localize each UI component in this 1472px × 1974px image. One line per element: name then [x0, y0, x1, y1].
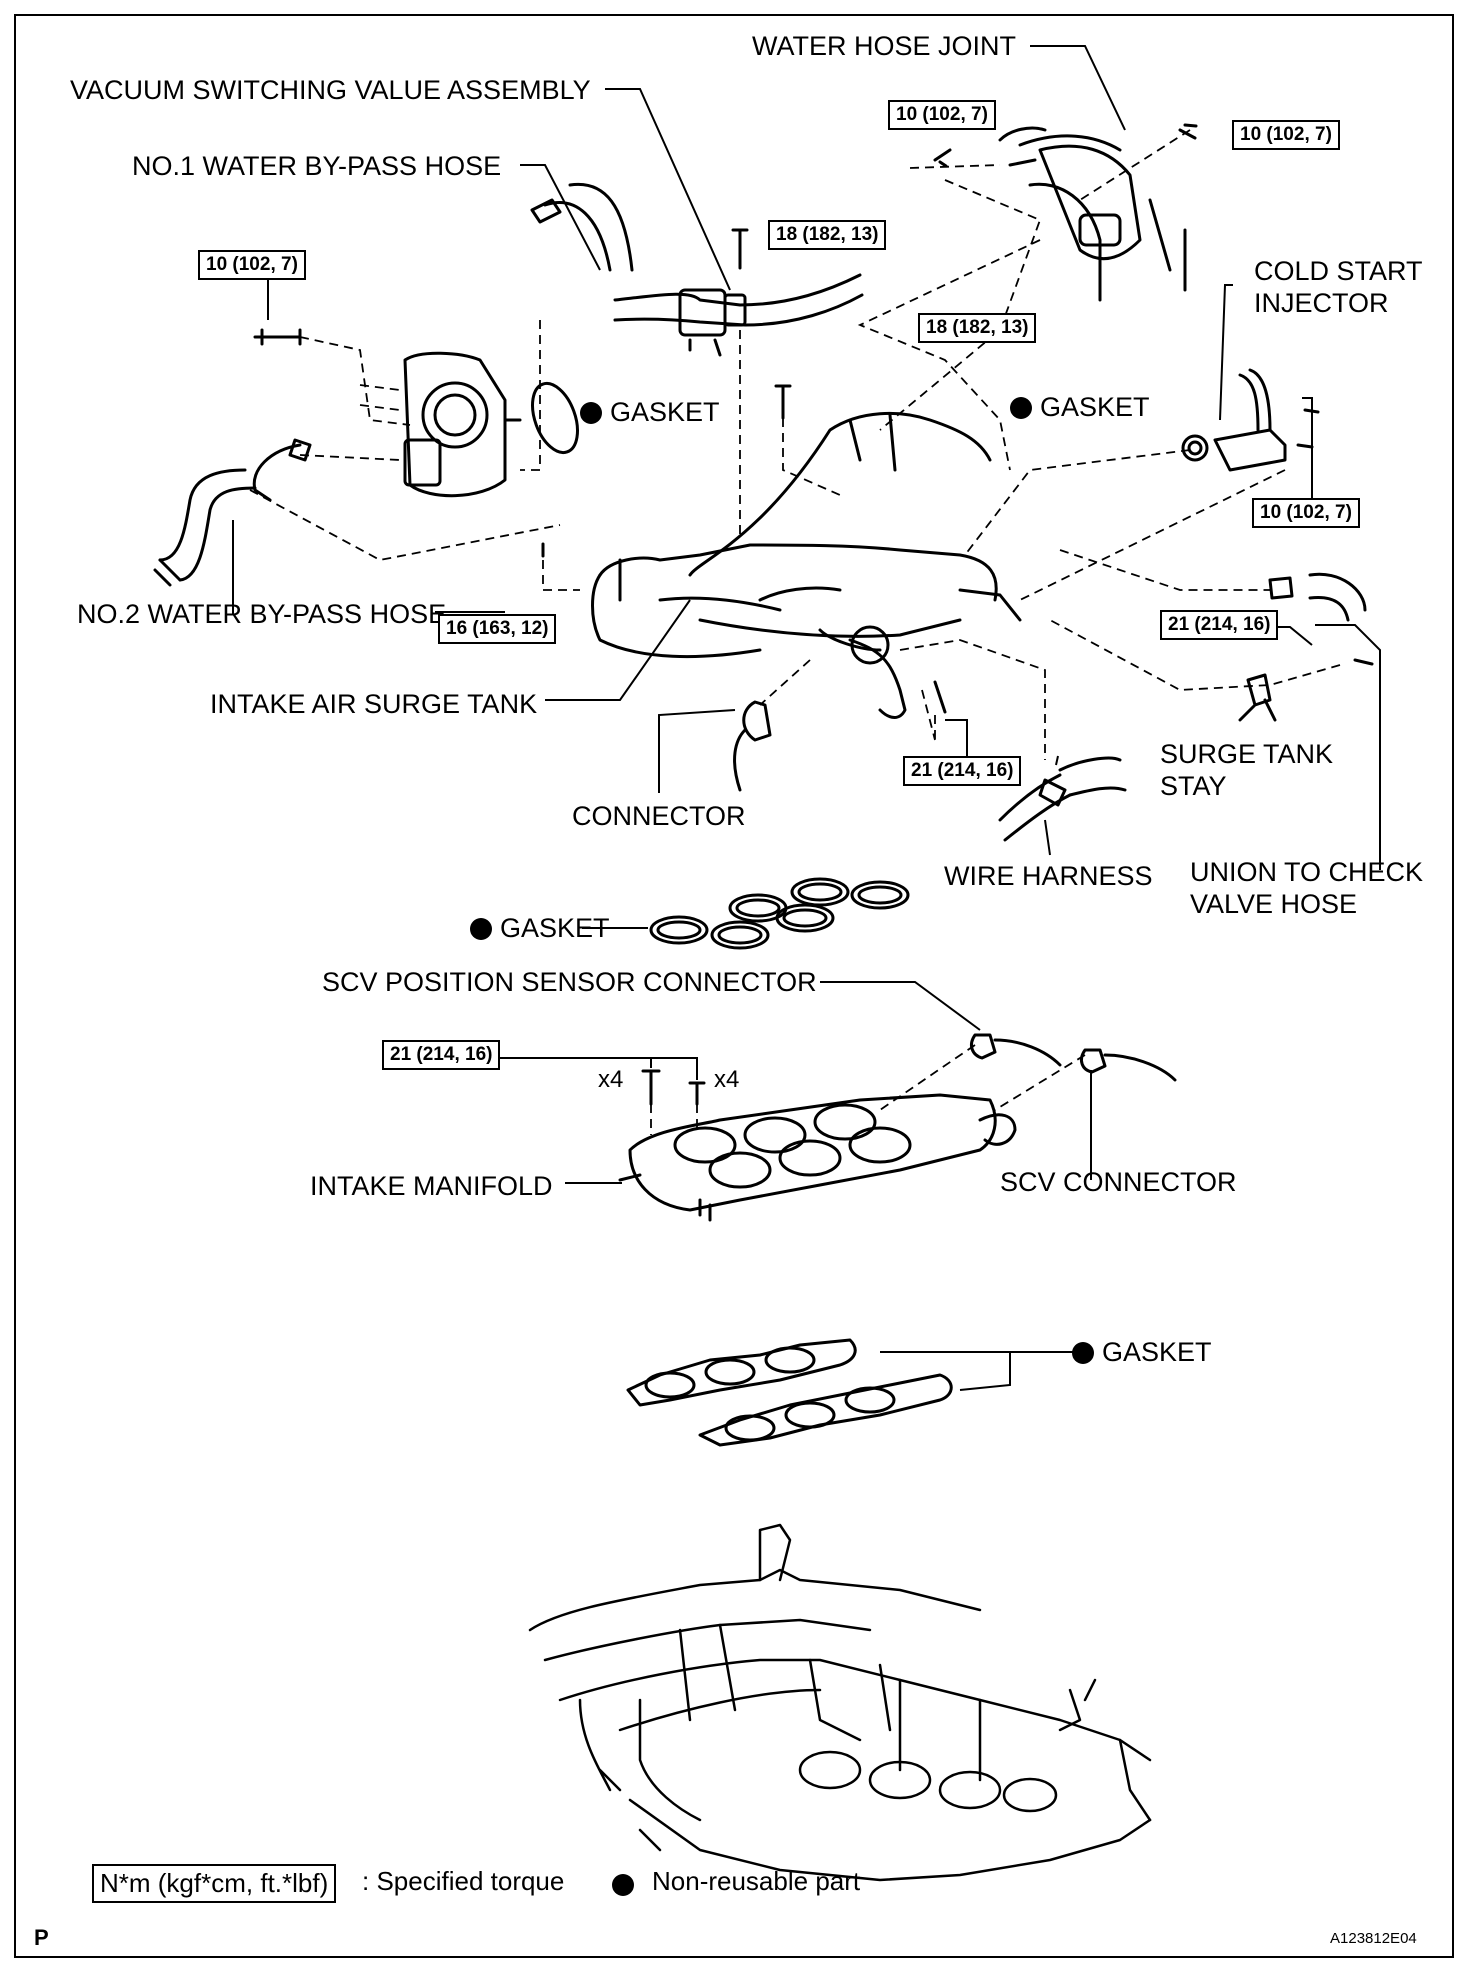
bolts — [253, 123, 1374, 1106]
legend-torque-unit: N*m (kgf*cm, ft.*lbf) — [92, 1864, 337, 1903]
legend-nonreusable-text: Non-reusable part — [652, 1866, 861, 1896]
nonreusable-dot-icon — [580, 402, 602, 424]
torque-box-manifold: 21 (214, 16) — [382, 1040, 501, 1070]
label-wire-harness: WIRE HARNESS — [944, 861, 1153, 891]
label-scv-connector: SCV CONNECTOR — [1000, 1167, 1237, 1197]
gasket-text: GASKET — [1102, 1337, 1212, 1367]
intake-manifold-part — [618, 1093, 1017, 1222]
surge-tank-part — [591, 412, 1022, 719]
torque-box-surge-tank-top: 18 (182, 13) — [918, 313, 1037, 343]
bolt-count: x4 — [598, 1066, 624, 1093]
diagram-frame — [14, 14, 1454, 1958]
label-gasket-throttle: GASKET — [580, 396, 720, 428]
wire-harness-part — [998, 756, 1127, 842]
page-letter: P — [34, 1925, 49, 1950]
torque-box-throttle: 10 (102, 7) — [198, 250, 306, 280]
manifold-gaskets-part — [626, 1338, 953, 1447]
port-gasket-rings — [649, 877, 910, 950]
legend-nonreusable-dot-icon — [612, 1874, 634, 1896]
gasket-text: GASKET — [1040, 392, 1150, 422]
label-no1-bypass-hose: NO.1 WATER BY-PASS HOSE — [132, 151, 502, 181]
figure-id: A123812E04 — [1330, 1930, 1417, 1947]
label-connector: CONNECTOR — [572, 801, 746, 831]
no2-bypass-hose-part — [153, 438, 312, 587]
label-no2-bypass-hose: NO.2 WATER BY-PASS HOSE — [77, 599, 447, 629]
label-surge-tank-stay: SURGE TANK STAY — [1160, 739, 1334, 801]
nonreusable-dot-icon — [1072, 1342, 1094, 1364]
label-vsv-assembly: VACUUM SWITCHING VALUE ASSEMBLY — [70, 75, 591, 105]
nonreusable-dot-icon — [470, 918, 492, 940]
label-gasket-manifold: GASKET — [1072, 1336, 1212, 1368]
torque-box-vsv: 18 (182, 13) — [768, 220, 887, 250]
gasket-text: GASKET — [610, 397, 720, 427]
label-gasket-ports: GASKET — [470, 912, 610, 944]
no1-bypass-hose-part — [530, 182, 634, 272]
label-intake-manifold: INTAKE MANIFOLD — [310, 1171, 553, 1201]
torque-box-surge-tank-left: 16 (163, 12) — [438, 614, 557, 644]
label-gasket-injector: GASKET — [1010, 391, 1150, 423]
nut-count: x4 — [714, 1066, 740, 1093]
torque-box-injector: 10 (102, 7) — [1252, 498, 1360, 528]
label-cold-start-injector: COLD START INJECTOR — [1254, 256, 1423, 318]
nonreusable-dot-icon — [1010, 397, 1032, 419]
vsv-assembly-part — [613, 273, 864, 357]
cold-start-injector-part — [1181, 368, 1287, 472]
label-scv-position-sensor-connector: SCV POSITION SENSOR CONNECTOR — [322, 967, 817, 997]
water-hose-joint-part — [998, 126, 1187, 302]
torque-box-surge-tank-bottom: 21 (214, 16) — [903, 756, 1022, 786]
torque-box-water-joint-left: 10 (102, 7) — [888, 100, 996, 130]
legend-torque-text: : Specified torque — [362, 1866, 565, 1896]
gasket-text: GASKET — [500, 913, 610, 943]
throttle-body-part — [403, 351, 522, 498]
torque-box-stay: 21 (214, 16) — [1160, 610, 1279, 640]
torque-box-water-joint-right: 10 (102, 7) — [1232, 120, 1340, 150]
engine-overview-part — [528, 1523, 1152, 1882]
label-water-hose-joint: WATER HOSE JOINT — [752, 31, 1017, 61]
label-union-check-valve-hose: UNION TO CHECK VALVE HOSE — [1190, 857, 1424, 919]
label-intake-air-surge-tank: INTAKE AIR SURGE TANK — [210, 689, 538, 719]
